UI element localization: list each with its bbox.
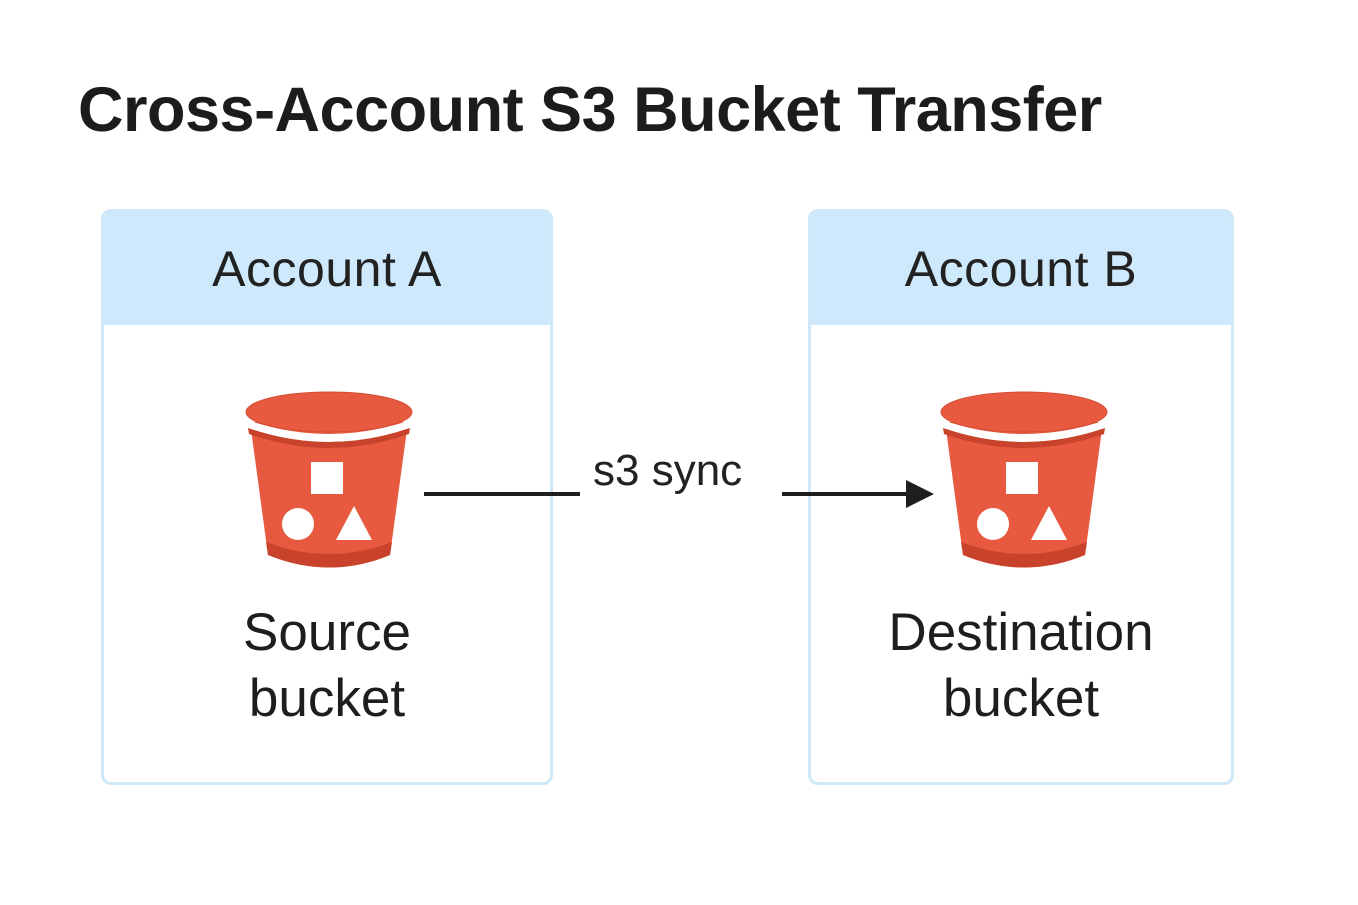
sync-label: s3 sync xyxy=(593,446,743,495)
source-bucket-label: Source bucket xyxy=(104,600,550,732)
source-bucket-label-line1: Source xyxy=(243,603,411,662)
destination-bucket-label: Destination bucket xyxy=(811,600,1231,732)
destination-bucket-icon xyxy=(940,391,1108,568)
source-bucket-icon xyxy=(245,391,413,568)
account-a-header: Account A xyxy=(104,212,550,325)
diagram-title: Cross-Account S3 Bucket Transfer xyxy=(78,75,1102,145)
source-bucket-label-line2: bucket xyxy=(248,669,406,728)
account-b-panel: Account B Destination bucket xyxy=(808,209,1234,785)
destination-bucket-label-line1: Destination xyxy=(888,603,1154,662)
destination-bucket-label-line2: bucket xyxy=(942,669,1100,728)
account-b-header: Account B xyxy=(811,212,1231,325)
account-a-panel: Account A Source bucket xyxy=(101,209,553,785)
